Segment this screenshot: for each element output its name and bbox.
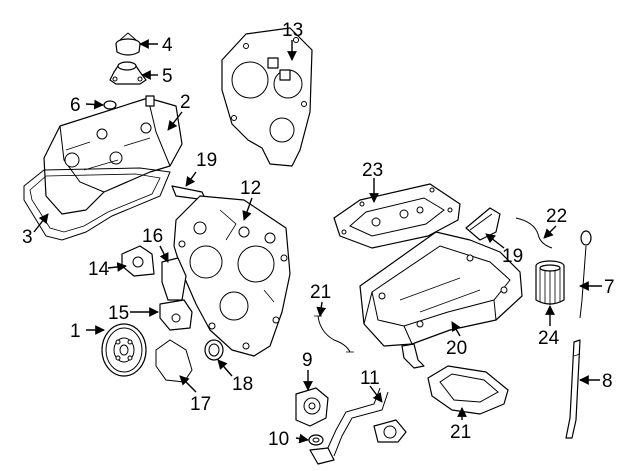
oil-strainer	[465, 207, 501, 241]
callout-19-right: 19	[502, 246, 523, 267]
valve-cover-gasket	[23, 167, 171, 241]
leader-16	[159, 245, 169, 263]
leader-11	[369, 385, 383, 403]
callout-2: 2	[180, 92, 191, 113]
front-oil-seal	[204, 339, 224, 361]
callout-23: 22	[546, 206, 567, 227]
leader-23	[543, 225, 557, 239]
callout-20: 20	[446, 338, 467, 359]
leader-lines	[33, 39, 602, 444]
callout-13: 13	[282, 20, 303, 41]
valve-cover	[43, 95, 183, 215]
leader-3	[33, 213, 49, 233]
oil-pickup-tube	[309, 387, 407, 465]
callout-11: 11	[360, 368, 380, 389]
callout-22: 21	[310, 282, 331, 303]
leader-19b	[485, 233, 505, 249]
leader-19a	[185, 171, 197, 187]
callout-12: 12	[240, 178, 261, 199]
oil-filter	[535, 260, 565, 305]
leader-12	[242, 197, 253, 221]
callout-17: 17	[190, 394, 211, 415]
leader-22	[316, 301, 327, 317]
callout-21: 21	[450, 422, 471, 443]
callout-labels: 4 5 6 2 3 13 19 12 16 14 15 1 17 18 21 2…	[22, 20, 615, 450]
leader-20	[451, 321, 461, 337]
leader-10	[295, 433, 309, 444]
water-pump-housing	[121, 245, 155, 277]
callout-3: 3	[22, 227, 33, 248]
pump-gasket	[155, 339, 193, 383]
leader-14	[107, 262, 127, 272]
baffle-plate	[333, 183, 461, 249]
oil-filler-neck	[109, 61, 147, 85]
leader-18	[217, 359, 233, 377]
leader-6	[85, 99, 104, 110]
hose-pipe	[317, 315, 351, 353]
leader-17	[179, 375, 197, 393]
callout-10: 10	[268, 429, 289, 450]
callout-5: 5	[162, 66, 173, 87]
callout-6: 6	[70, 95, 81, 116]
lower-oil-pan	[427, 365, 509, 415]
callout-25: 24	[538, 328, 560, 349]
callout-1: 1	[70, 321, 81, 342]
oil-filler-cap	[115, 32, 141, 56]
callout-4: 4	[162, 35, 173, 56]
callout-18: 18	[232, 374, 253, 395]
oil-dipstick	[579, 230, 592, 319]
dipstick-guide-tube	[565, 339, 581, 439]
callout-9: 9	[302, 350, 313, 371]
seal-ring	[103, 100, 117, 110]
callout-8: 8	[602, 371, 613, 392]
callout-16: 16	[142, 226, 163, 247]
callout-14: 14	[88, 259, 110, 280]
dipstick-tube-upper	[515, 217, 553, 249]
front-timing-cover	[173, 195, 291, 357]
upper-oil-pan	[359, 231, 523, 369]
crankshaft-pulley	[101, 323, 147, 377]
callout-15: 15	[108, 303, 129, 324]
callout-19-left: 19	[196, 150, 217, 171]
upper-timing-cover	[221, 27, 313, 167]
callout-24: 23	[362, 160, 383, 181]
pump-seal	[308, 434, 324, 446]
leader-2	[167, 111, 183, 131]
tensioner-bracket	[159, 299, 193, 331]
callout-7: 7	[604, 277, 615, 298]
oil-pump	[295, 387, 329, 427]
